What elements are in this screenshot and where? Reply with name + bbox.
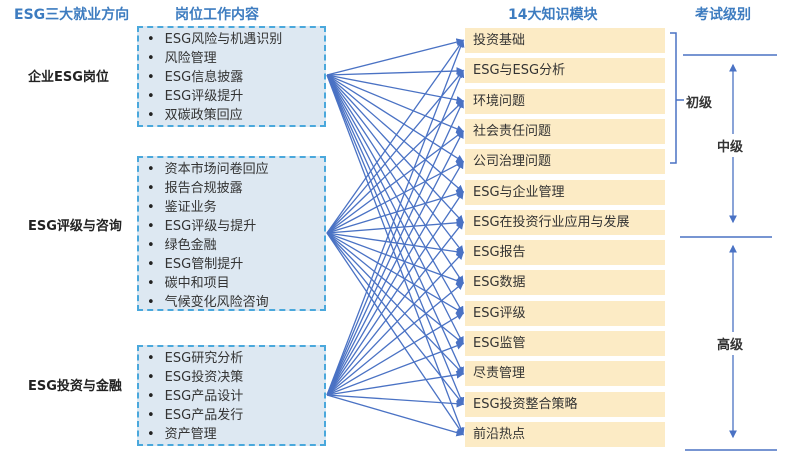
job-content-box: ESG风险与机遇识别风险管理ESG信息披露ESG评级提升双碳政策回应 (137, 26, 326, 127)
connection-arrow (326, 74, 464, 284)
knowledge-module: ESG评级 (465, 300, 665, 326)
level-advanced: 高级 (717, 332, 744, 355)
connection-arrow (326, 370, 465, 396)
role-label: 企业ESG岗位 (28, 70, 109, 85)
connection-arrow (326, 74, 464, 315)
connection-arrow (326, 161, 465, 234)
connection-arrow (326, 69, 465, 396)
connection-arrow (326, 190, 465, 234)
connection-arrow (326, 74, 465, 406)
header-levels: 考试级别 (695, 7, 751, 23)
connection-arrow (326, 251, 464, 396)
job-item: ESG评级与提升 (147, 217, 324, 236)
job-item: 气候变化风险咨询 (147, 293, 324, 312)
connection-arrow (326, 232, 465, 256)
connection-arrow (326, 160, 464, 396)
connection-arrow (326, 38, 465, 76)
job-item: 绿色金融 (147, 236, 324, 255)
job-item: 双碳政策回应 (147, 106, 324, 125)
connection-arrow (326, 99, 464, 396)
connection-arrow (326, 74, 465, 436)
job-item: 鉴证业务 (147, 198, 324, 217)
knowledge-module: 投资基础 (465, 28, 665, 53)
connection-arrow (326, 130, 465, 234)
knowledge-module: ESG报告 (465, 240, 665, 266)
knowledge-module: ESG与企业管理 (465, 179, 665, 205)
connection-arrow (326, 394, 465, 408)
primary-bracket (670, 32, 684, 164)
header-content: 岗位工作内容 (175, 7, 259, 23)
connection-arrow (326, 74, 465, 104)
job-item: ESG投资决策 (147, 368, 324, 387)
connection-arrow (326, 232, 464, 406)
connection-arrow (326, 74, 464, 345)
knowledge-module: 社会责任问题 (465, 118, 665, 144)
job-content-box: ESG研究分析ESG投资决策ESG产品设计ESG产品发行资产管理 (137, 345, 326, 446)
knowledge-module: 前沿热点 (465, 421, 665, 447)
knowledge-module: 公司治理问题 (465, 149, 665, 175)
connection-arrow (326, 394, 465, 437)
job-item: ESG管制提升 (147, 255, 324, 274)
connection-arrow (326, 190, 464, 396)
connection-arrow (326, 39, 465, 396)
knowledge-module: ESG监管 (465, 331, 665, 356)
job-item: ESG信息披露 (147, 68, 324, 87)
header-directions: ESG三大就业方向 (14, 7, 130, 23)
job-item: 资产管理 (147, 425, 324, 444)
connection-arrow (326, 232, 464, 436)
knowledge-module: ESG在投资行业应用与发展 (465, 209, 665, 235)
connection-arrow (326, 74, 464, 224)
connection-arrow (326, 74, 465, 163)
connection-arrow (326, 282, 465, 396)
job-item: ESG风险与机遇识别 (147, 30, 324, 49)
knowledge-module: 尽责管理 (465, 361, 665, 387)
connection-arrow (326, 232, 465, 345)
connection-arrow (326, 218, 465, 234)
role-label: ESG评级与咨询 (28, 219, 122, 234)
connection-arrow (326, 221, 464, 396)
connection-arrow (326, 342, 465, 396)
level-primary: 初级 (686, 90, 713, 113)
connection-arrow (326, 74, 465, 133)
header-modules: 14大知识模块 (508, 7, 598, 23)
connection-arrow (326, 39, 464, 234)
connection-arrow (326, 67, 465, 76)
knowledge-module: 环境问题 (465, 88, 665, 114)
knowledge-module: ESG数据 (465, 270, 665, 296)
job-item: ESG研究分析 (147, 349, 324, 368)
job-item: 风险管理 (147, 49, 324, 68)
job-item: ESG产品设计 (147, 387, 324, 406)
job-item: ESG产品发行 (147, 406, 324, 425)
job-item: ESG评级提升 (147, 87, 324, 106)
connection-arrow (326, 74, 464, 254)
connection-arrow (326, 74, 464, 193)
connection-arrow (326, 232, 464, 375)
knowledge-module: ESG与ESG分析 (465, 58, 665, 84)
connection-arrow (326, 232, 465, 285)
connection-arrow (326, 74, 464, 375)
job-content-box: 资本市场问卷回应报告合规披露鉴证业务ESG评级与提升绿色金融ESG管制提升碳中和… (137, 156, 326, 311)
knowledge-module: ESG投资整合策略 (465, 391, 665, 417)
connection-arrow (326, 130, 464, 396)
connection-arrow (326, 100, 464, 234)
role-label: ESG投资与金融 (28, 379, 122, 394)
job-item: 报告合规披露 (147, 179, 324, 198)
job-item: 资本市场问卷回应 (147, 160, 324, 179)
connection-arrow (326, 232, 465, 314)
connection-arrow (326, 312, 465, 396)
job-item: 碳中和项目 (147, 274, 324, 293)
level-intermediate: 中级 (717, 134, 744, 157)
